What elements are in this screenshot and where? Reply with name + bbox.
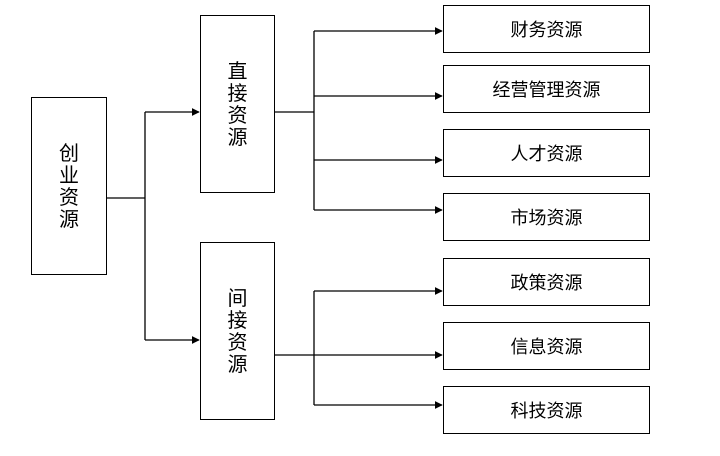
root-label: 创 业 资 源	[59, 141, 79, 231]
child-label: 经营管理资源	[492, 80, 601, 101]
child-label: 财务资源	[510, 20, 583, 41]
root-node: 创 业 资 源	[31, 97, 107, 275]
child-label: 人才资源	[510, 144, 583, 165]
group-node-direct: 直 接 资 源	[200, 15, 275, 193]
child-label: 政策资源	[510, 273, 583, 294]
child-node: 经营管理资源	[443, 65, 650, 113]
child-node: 政策资源	[443, 258, 650, 306]
child-node: 科技资源	[443, 386, 650, 434]
child-node: 人才资源	[443, 129, 650, 177]
child-node: 市场资源	[443, 193, 650, 241]
child-label: 信息资源	[510, 337, 583, 358]
group-label-direct: 直 接 资 源	[227, 59, 248, 149]
child-node: 信息资源	[443, 322, 650, 370]
group-label-indirect: 间 接 资 源	[227, 286, 248, 376]
child-label: 市场资源	[510, 208, 583, 229]
child-node: 财务资源	[443, 5, 650, 53]
child-label: 科技资源	[510, 401, 583, 422]
group-node-indirect: 间 接 资 源	[200, 242, 275, 420]
